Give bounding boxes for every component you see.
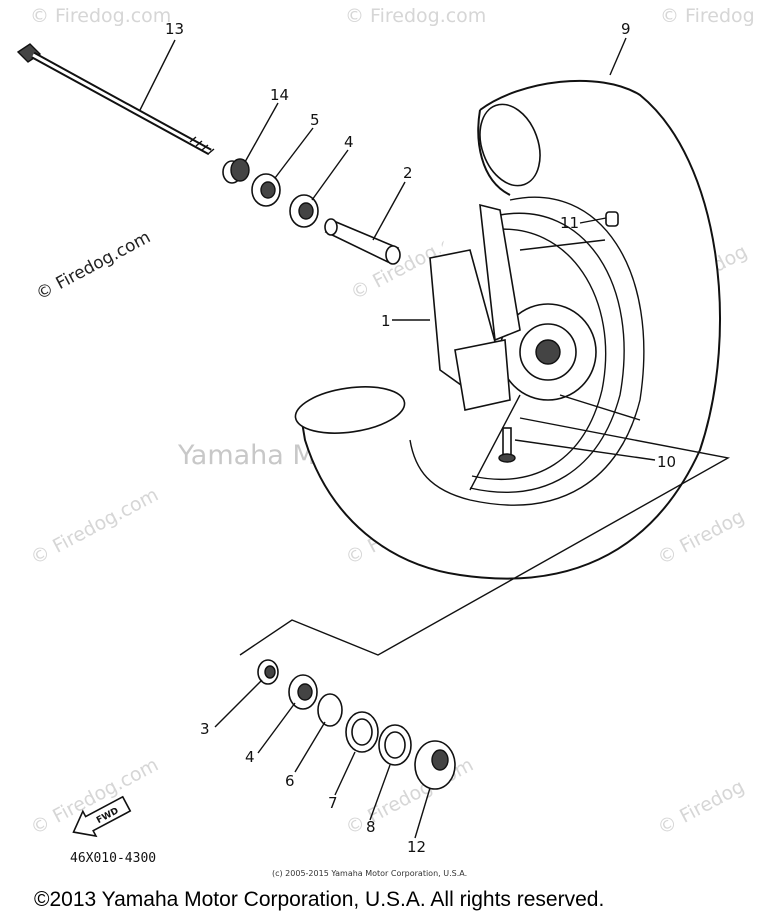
callout-labels: 13 14 5 4 2 9 11 1 10 3 4 6 7 8 12 (165, 20, 676, 856)
circlip (317, 693, 343, 727)
watermark: © Firedog (654, 776, 748, 840)
callout-14: 14 (270, 86, 289, 104)
lower-parts (257, 659, 456, 790)
callout-10: 10 (657, 453, 676, 471)
watermark: © Firedog.com (27, 484, 162, 570)
watermark: © Firedog.com (33, 227, 154, 304)
callout-5: 5 (310, 111, 320, 129)
callout-4: 4 (344, 133, 354, 151)
leader-lines (139, 37, 656, 839)
callout-4-lower: 4 (245, 748, 255, 766)
callout-3: 3 (200, 720, 210, 738)
callout-13: 13 (165, 20, 184, 38)
callout-11: 11 (560, 214, 579, 232)
diagram-code: 46X010-4300 (70, 851, 156, 866)
watermark: © Firedog.com (345, 5, 486, 27)
explode-guide (239, 417, 731, 656)
callout-8: 8 (366, 818, 376, 836)
wheel-assembly (294, 79, 721, 580)
callout-12: 12 (407, 838, 426, 856)
watermark: © Firedog.com (30, 5, 171, 27)
valve-part (498, 427, 516, 463)
callout-7: 7 (328, 794, 338, 812)
fine-print: (c) 2005-2015 Yamaha Motor Corporation, … (272, 869, 467, 878)
bearing-part (289, 194, 319, 228)
callout-6: 6 (285, 772, 295, 790)
watermark: © Firedog.com (342, 754, 477, 840)
callout-1: 1 (381, 312, 391, 330)
watermark: © Firedog (654, 506, 748, 570)
copyright-text: ©2013 Yamaha Motor Corporation, U.S.A. A… (34, 888, 604, 911)
oil-seal-part (251, 173, 281, 207)
spacer-part (324, 218, 401, 265)
callout-9: 9 (621, 20, 631, 38)
axle-part (16, 43, 215, 156)
watermark: © Firedog (660, 5, 755, 27)
balance-weight-part (605, 211, 619, 227)
collar-part (222, 158, 250, 184)
callout-2: 2 (403, 164, 413, 182)
